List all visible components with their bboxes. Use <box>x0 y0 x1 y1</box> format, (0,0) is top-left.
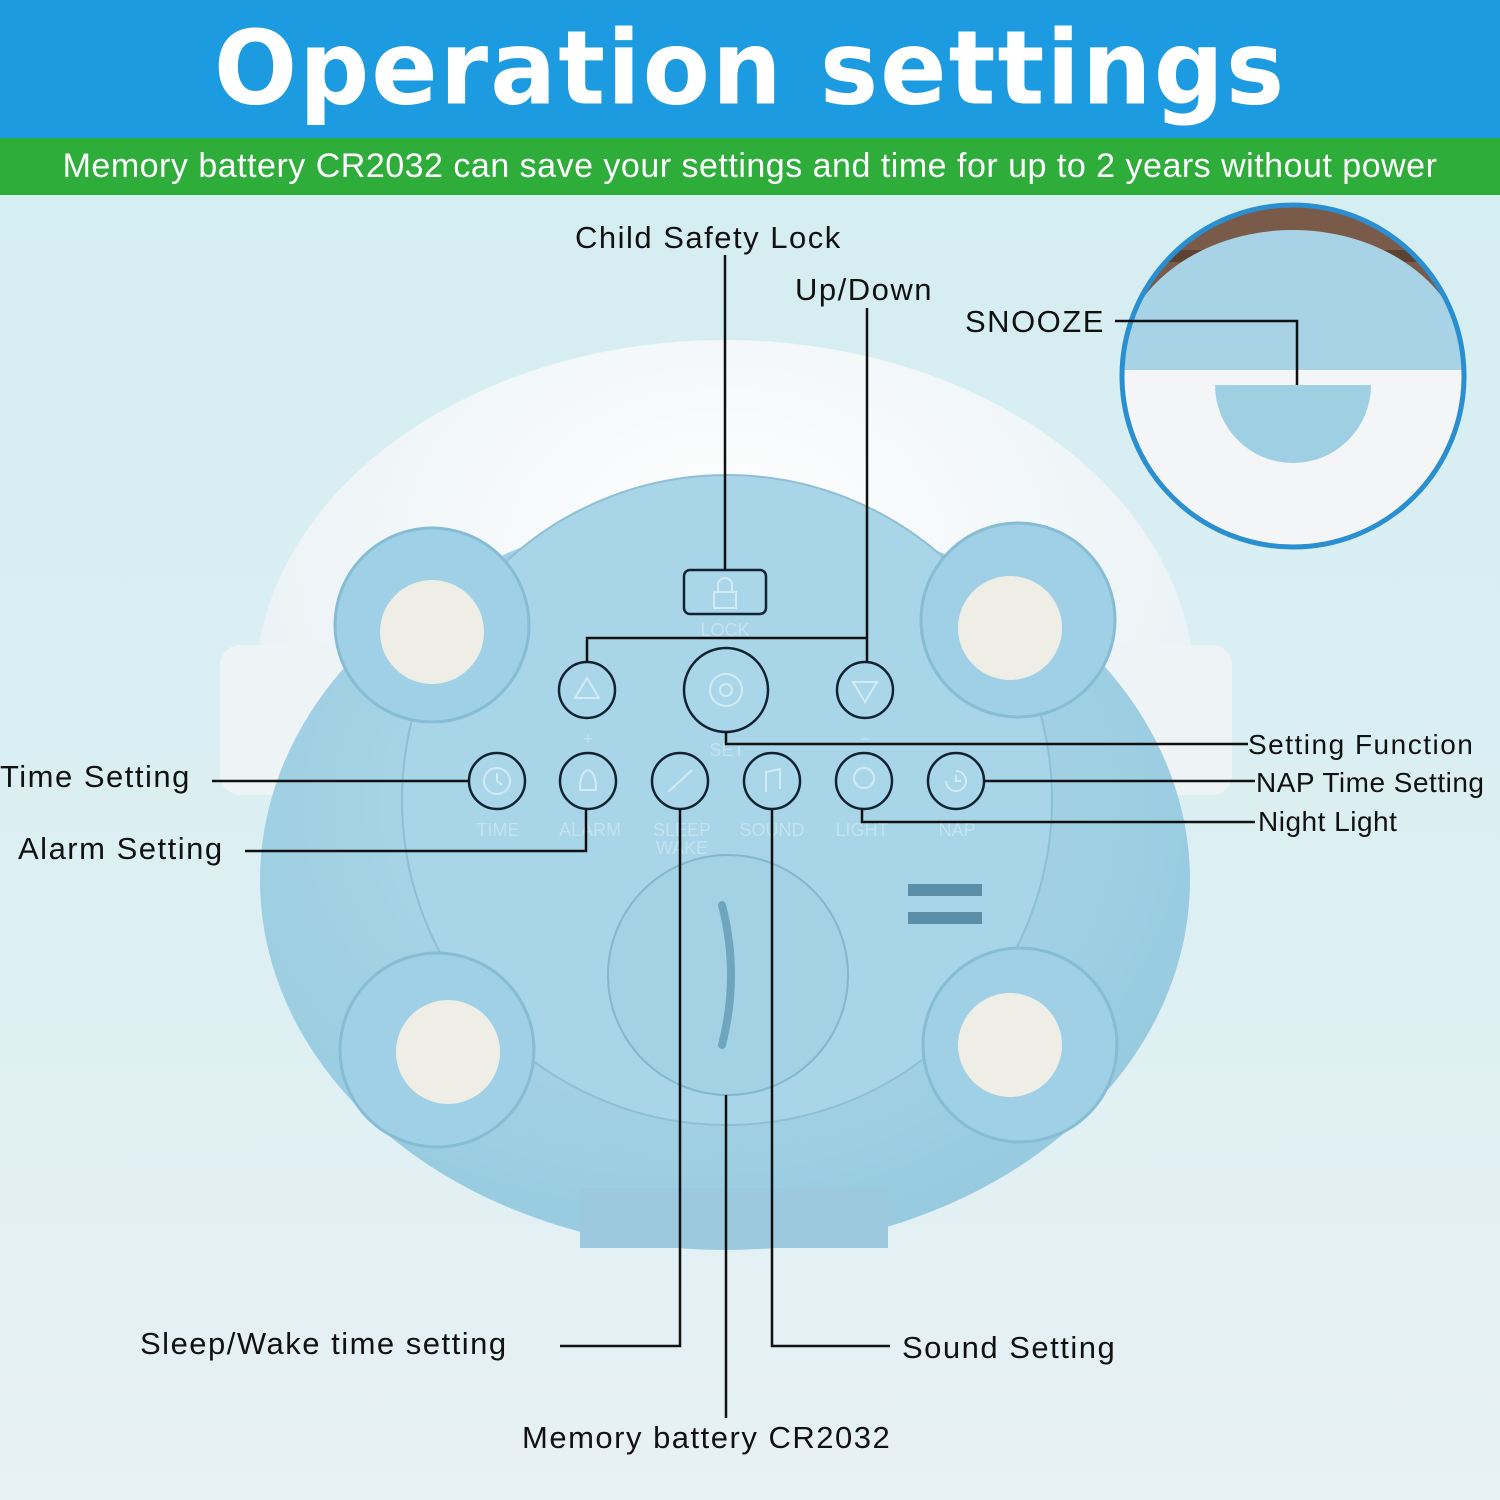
callout-setting-function: Setting Function <box>1248 729 1475 760</box>
callout-sound: Sound Setting <box>902 1330 1117 1365</box>
callout-nap: NAP Time Setting <box>1256 767 1485 798</box>
feet <box>333 521 1119 1149</box>
alarm-button <box>558 751 618 811</box>
callout-child-lock: Child Safety Lock <box>575 220 842 255</box>
callout-time: Time Setting <box>0 759 191 794</box>
snooze-button <box>1215 385 1371 463</box>
up-triangle-icon <box>573 676 601 699</box>
sleep-wake-icon <box>667 769 693 793</box>
gear-icon <box>709 673 743 707</box>
music-note-icon <box>765 767 781 792</box>
down-button <box>835 660 895 720</box>
bell-icon <box>578 768 598 791</box>
light-label: LIGHT <box>835 820 888 840</box>
subtitle-banner: Memory battery CR2032 can save your sett… <box>0 138 1500 195</box>
plus-label: + <box>583 729 594 749</box>
callout-snooze: SNOOZE <box>965 304 1105 339</box>
lock-label: LOCK <box>700 620 749 640</box>
callout-night-light: Night Light <box>1258 806 1398 837</box>
wake-label: WAKE <box>656 838 708 858</box>
subtitle: Memory battery CR2032 can save your sett… <box>62 147 1438 185</box>
time-label: TIME <box>477 820 520 840</box>
set-button <box>682 646 770 734</box>
clock-icon <box>483 767 511 795</box>
bulb-icon <box>853 767 875 789</box>
page-title: Operation settings <box>213 9 1287 129</box>
callout-up-down: Up/Down <box>795 272 933 307</box>
header-banner: Operation settings <box>0 0 1500 138</box>
down-triangle-icon <box>851 681 879 704</box>
device-button-labels: LOCK + SET − TIME ALARM SLEEP WAKE SOUND… <box>477 620 976 858</box>
callout-battery: Memory battery CR2032 <box>522 1420 892 1455</box>
sound-button <box>742 751 802 811</box>
leader-lines <box>212 255 1299 1418</box>
callout-alarm: Alarm Setting <box>18 831 224 866</box>
up-button <box>557 660 617 720</box>
nap-label: NAP <box>938 820 975 840</box>
nap-clock-icon <box>945 770 967 792</box>
minus-label: − <box>860 729 871 749</box>
sleep-label: SLEEP <box>653 820 711 840</box>
lock-icon <box>713 591 737 609</box>
alarm-label: ALARM <box>559 820 621 840</box>
callout-sleep-wake: Sleep/Wake time setting <box>140 1326 508 1361</box>
light-button <box>834 751 894 811</box>
